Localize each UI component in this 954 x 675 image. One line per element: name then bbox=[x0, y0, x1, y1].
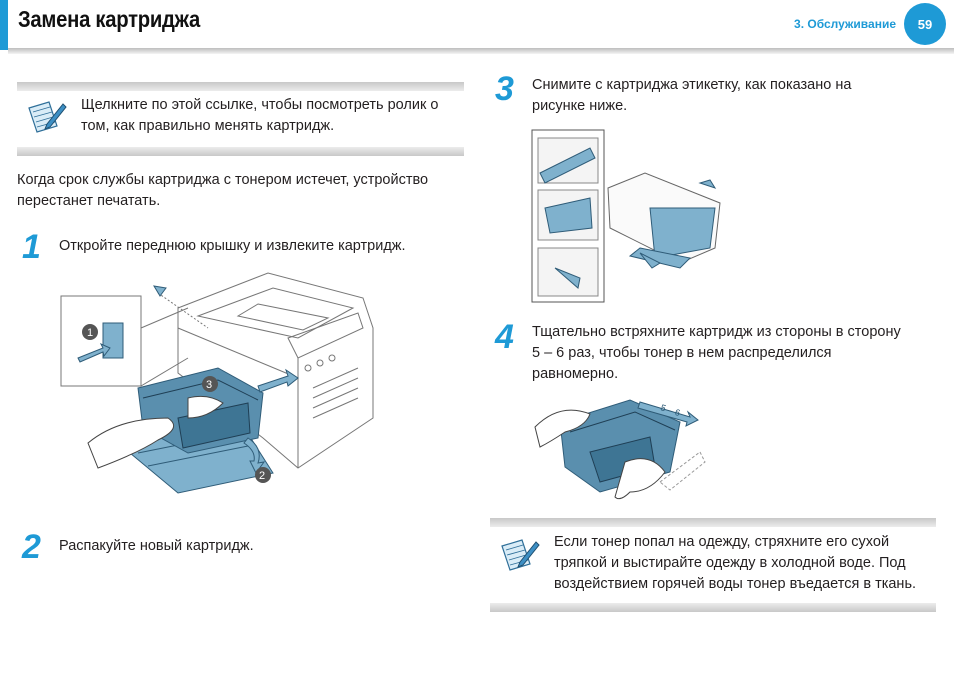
note-top-text: Щелкните по этой ссылке, чтобы посмотрет… bbox=[81, 95, 438, 137]
note-bottom-bar bbox=[17, 147, 464, 156]
page-title: Замена картриджа bbox=[18, 6, 200, 32]
step-4-number: 4 bbox=[495, 318, 514, 356]
callout-2: 2 bbox=[259, 470, 265, 482]
section-label: 3. Обслуживание bbox=[794, 17, 896, 31]
page-number: 59 bbox=[917, 16, 933, 32]
note-box-top: Щелкните по этой ссылке, чтобы посмотрет… bbox=[17, 82, 464, 156]
note-top-bar bbox=[490, 518, 936, 527]
figure-remove-label bbox=[531, 129, 721, 303]
note-pencil-icon bbox=[501, 539, 540, 571]
step-4-line: равномерно. bbox=[532, 366, 619, 382]
page-number-badge: 59 bbox=[904, 3, 946, 45]
header-accent-bar bbox=[0, 0, 8, 50]
note-top-line: том, как правильно менять картридж. bbox=[81, 118, 335, 134]
callout-1: 1 bbox=[87, 327, 93, 339]
step-4-line: Тщательно встряхните картридж из стороны… bbox=[532, 324, 901, 340]
callout-3: 3 bbox=[206, 379, 212, 391]
note-top-line: Щелкните по этой ссылке, чтобы посмотрет… bbox=[81, 97, 439, 113]
figure-shake-cartridge: 5 – 6 bbox=[534, 399, 706, 500]
intro-line: Когда срок службы картриджа с тонером ис… bbox=[17, 172, 429, 188]
figure-printer-remove-cartridge: 1 3 2 bbox=[60, 272, 374, 494]
step-1-text: Откройте переднюю крышку и извлеките кар… bbox=[59, 238, 406, 254]
note-top-bar bbox=[17, 82, 464, 91]
note-bottom-text: Если тонер попал на одежду, стряхните ег… bbox=[554, 532, 916, 595]
note-bottom-line: Если тонер попал на одежду, стряхните ег… bbox=[554, 534, 890, 550]
step-3-line: рисунке ниже. bbox=[532, 98, 628, 114]
step-2-number: 2 bbox=[22, 528, 41, 566]
step-4-line: 5 – 6 раз, чтобы тонер в нем распределил… bbox=[532, 345, 832, 361]
note-bottom-bar bbox=[490, 603, 936, 612]
step-3-number: 3 bbox=[495, 70, 514, 108]
note-bottom-line: тряпкой и выстирайте одежду в холодной в… bbox=[554, 555, 906, 571]
note-pencil-icon bbox=[28, 101, 67, 133]
step-3-text: Снимите с картриджа этикетку, как показа… bbox=[532, 75, 851, 117]
step-4-text: Тщательно встряхните картридж из стороны… bbox=[532, 322, 901, 385]
note-box-bottom: Если тонер попал на одежду, стряхните ег… bbox=[490, 518, 936, 612]
note-bottom-line: воздействием горячей воды тонер въедаетс… bbox=[554, 576, 917, 592]
header-divider bbox=[8, 48, 954, 54]
intro-line: перестанет печатать. bbox=[17, 193, 161, 209]
step-1-number: 1 bbox=[22, 228, 41, 266]
step-2-text: Распакуйте новый картридж. bbox=[59, 538, 254, 554]
step-3-line: Снимите с картриджа этикетку, как показа… bbox=[532, 77, 852, 93]
intro-paragraph: Когда срок службы картриджа с тонером ис… bbox=[17, 170, 428, 212]
